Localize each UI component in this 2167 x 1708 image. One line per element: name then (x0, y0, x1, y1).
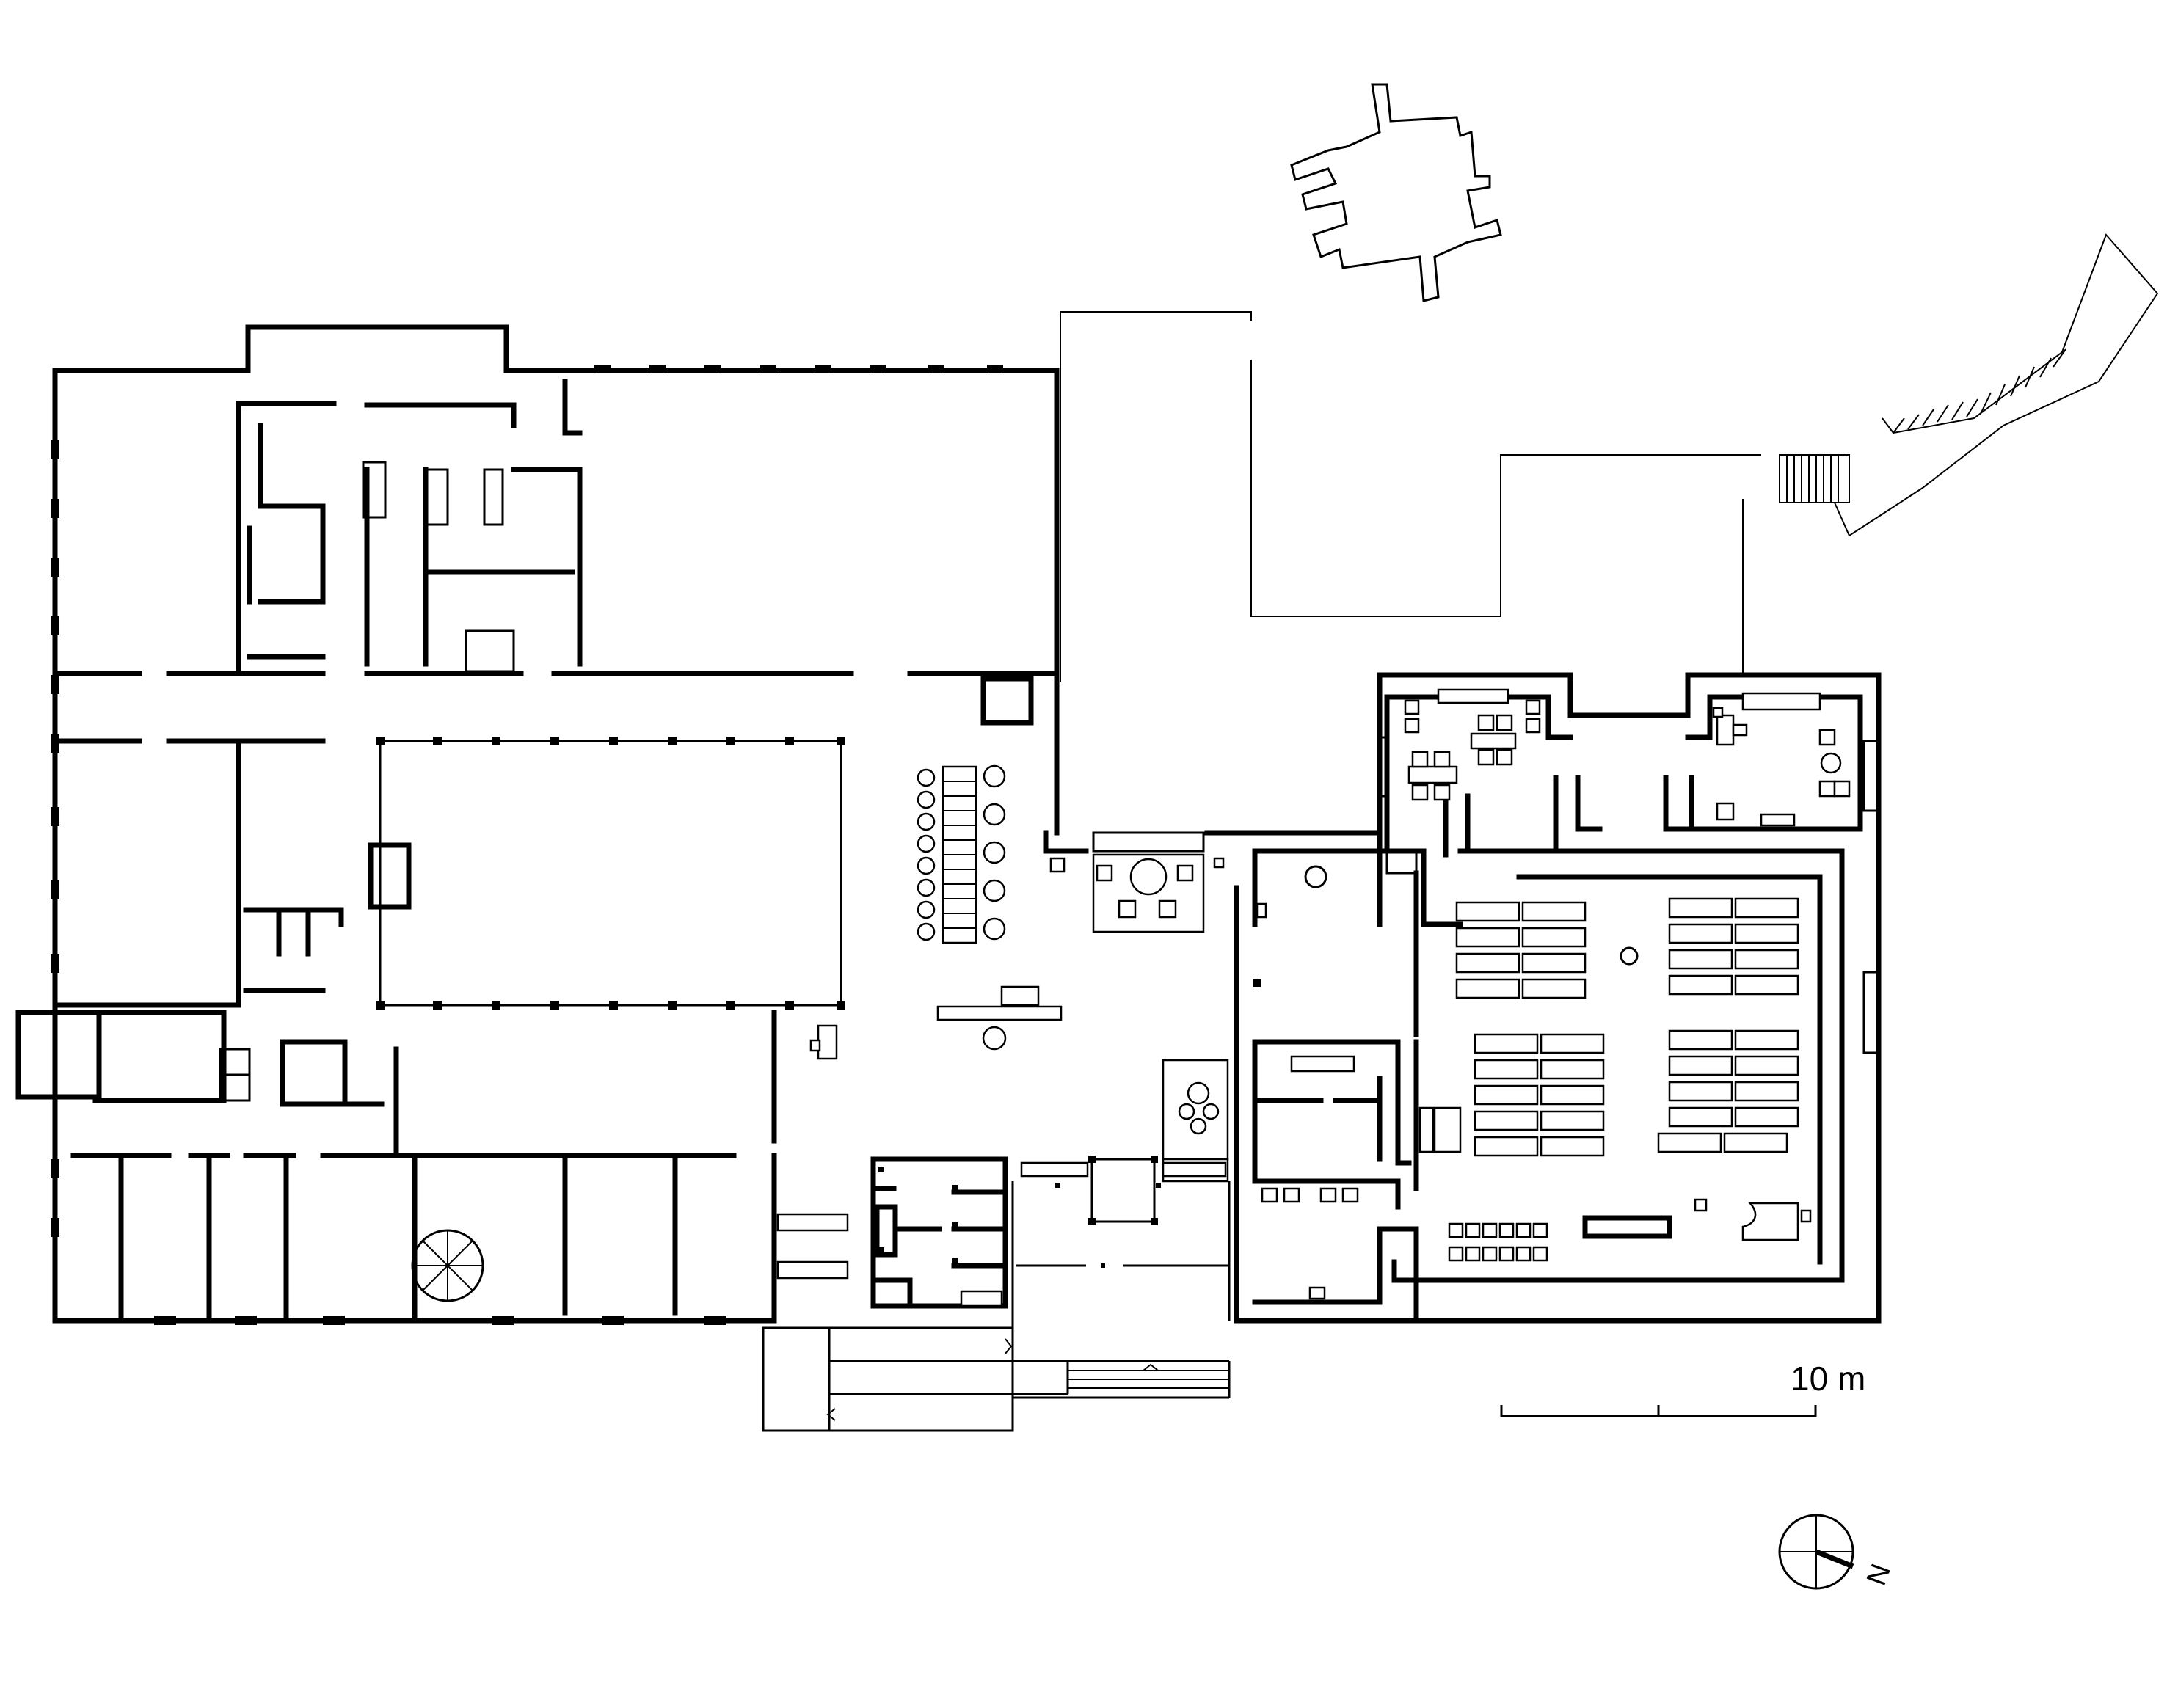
west-wing (15, 324, 1060, 1325)
lobby-seats (917, 764, 1006, 941)
pews-left (1455, 901, 1605, 1157)
service-block (771, 1013, 1008, 1309)
scale-label: 10 m (1791, 1360, 1865, 1398)
site-lines (1060, 233, 2159, 682)
spiral-stair-icon (411, 1229, 484, 1302)
east-wing (1234, 672, 1882, 1324)
entrance-vestibule (762, 1156, 1231, 1432)
north-arrow-icon: N (1778, 1514, 1897, 1590)
foyer (809, 679, 1383, 1183)
terrace-steps (1786, 455, 1839, 503)
coat-rack (943, 781, 976, 929)
hall-columns (376, 737, 845, 1010)
north-letter: N (1861, 1560, 1897, 1589)
pavilion-outline (1290, 83, 1502, 302)
choir-chairs (1448, 1222, 1548, 1262)
ramp-steps (1893, 348, 2066, 434)
north-windows (594, 365, 1003, 373)
south-windows (154, 1316, 726, 1325)
grand-piano-icon (1741, 1202, 1812, 1241)
pews-right (1657, 897, 1799, 1153)
scale-bar: 10 m (1500, 1360, 1865, 1417)
